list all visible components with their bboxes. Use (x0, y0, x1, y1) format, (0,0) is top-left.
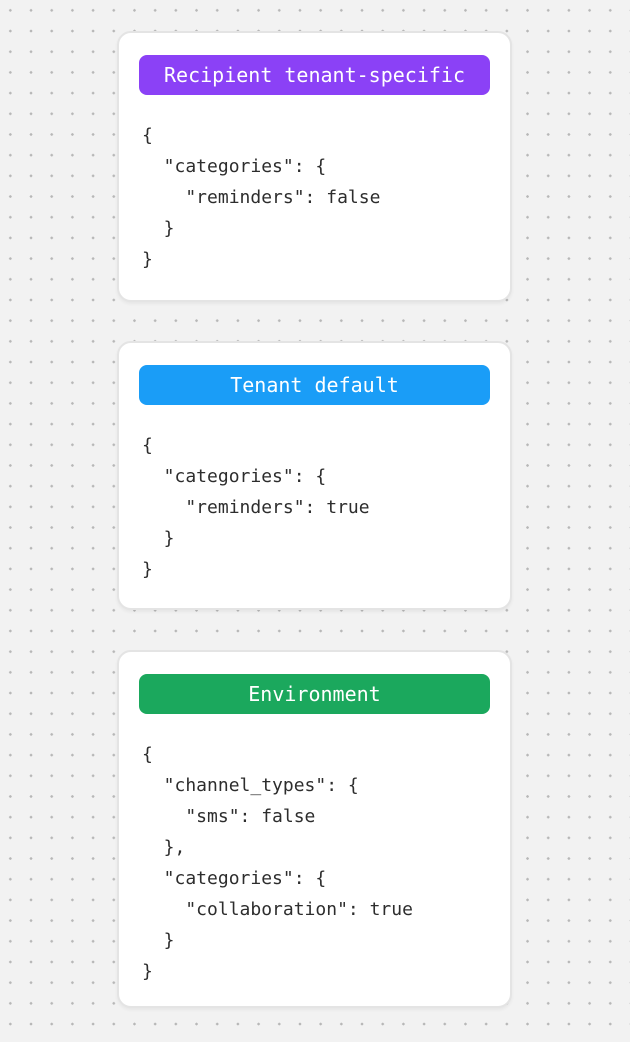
badge-tenant-default: Tenant default (139, 365, 490, 405)
json-code-tenant-default: { "categories": { "reminders": true } } (142, 435, 370, 580)
badge-environment: Environment (139, 674, 490, 714)
card-recipient-tenant-specific: Recipient tenant-specific { "categories"… (117, 31, 512, 302)
badge-recipient-tenant-specific: Recipient tenant-specific (139, 55, 490, 95)
card-environment: Environment { "channel_types": { "sms": … (117, 650, 512, 1008)
json-code-environment: { "channel_types": { "sms": false }, "ca… (142, 744, 413, 982)
card-tenant-default: Tenant default { "categories": { "remind… (117, 341, 512, 610)
json-code-recipient-tenant-specific: { "categories": { "reminders": false } } (142, 125, 381, 270)
